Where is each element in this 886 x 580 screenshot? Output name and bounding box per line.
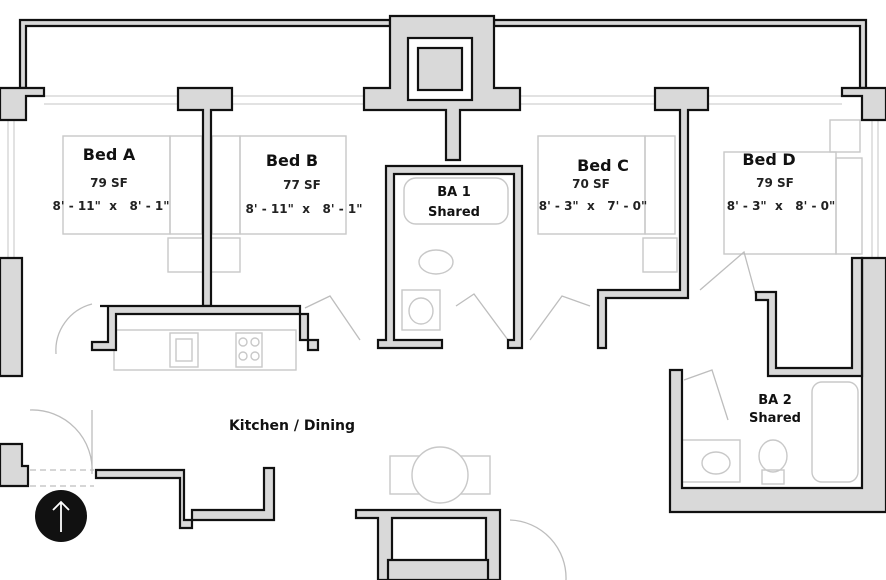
wall-kitchen: [90, 304, 320, 352]
wall-bottom-left: [94, 466, 276, 530]
ba1-toilet: [418, 249, 454, 275]
pier-left: [0, 86, 46, 122]
wall-left-upper: [0, 256, 24, 378]
ba2-type: Shared: [749, 411, 801, 426]
ba2-sink: [677, 439, 741, 483]
wall-bed-a-b: [176, 86, 234, 308]
kitchen-name: Kitchen / Dining: [229, 418, 355, 434]
north-arrow-icon: [35, 490, 87, 542]
ba2-tub: [811, 381, 859, 483]
bed-c-name: Bed C: [577, 156, 629, 175]
bed-d-dims: 8' - 3" x 8' - 0": [727, 199, 836, 213]
kitchen-counter: [113, 329, 297, 371]
wall-ba1: [376, 164, 524, 350]
wall-bed-c-d: [596, 86, 710, 350]
dining-table-top: [411, 446, 469, 504]
ba1-tub: [403, 177, 509, 225]
bed-d-area: 79 SF: [756, 176, 794, 190]
bed-b-dims: 8' - 11" x 8' - 1": [246, 202, 363, 216]
room-labels: Bed A 79 SF 8' - 11" x 8' - 1" Bed B 77 …: [53, 145, 836, 434]
wall-ba2-top: [754, 256, 864, 378]
bed-a-area: 79 SF: [90, 176, 128, 190]
kitchen-cooktop: [235, 332, 263, 368]
bed-d-name: Bed D: [742, 150, 795, 169]
walls: [0, 14, 886, 580]
ba1-type: Shared: [428, 205, 480, 220]
bed-b-area: 77 SF: [283, 178, 321, 192]
wall-top-left: [18, 18, 392, 90]
door-swings: [20, 250, 757, 580]
ba1-sink: [401, 289, 441, 331]
top-windows: [7, 95, 879, 258]
kitchen-sink: [169, 332, 199, 368]
wall-top-right: [492, 18, 868, 90]
wall-right-ba2: [668, 256, 886, 514]
bed-a-dims: 8' - 11" x 8' - 1": [53, 199, 170, 213]
bed-b-name: Bed B: [266, 151, 318, 170]
wall-left-lower: [0, 442, 30, 488]
pier-right: [840, 86, 886, 122]
bed-a-name: Bed A: [83, 145, 136, 164]
bed-c-desk: [642, 237, 678, 273]
bed-c-dims: 8' - 3" x 7' - 0": [539, 199, 648, 213]
ba2-toilet: [758, 439, 788, 473]
wall-bottom-stair: [386, 558, 490, 580]
ba2-name: BA 2: [758, 393, 792, 408]
ba1-name: BA 1: [437, 185, 471, 200]
bed-c-area: 70 SF: [572, 177, 610, 191]
